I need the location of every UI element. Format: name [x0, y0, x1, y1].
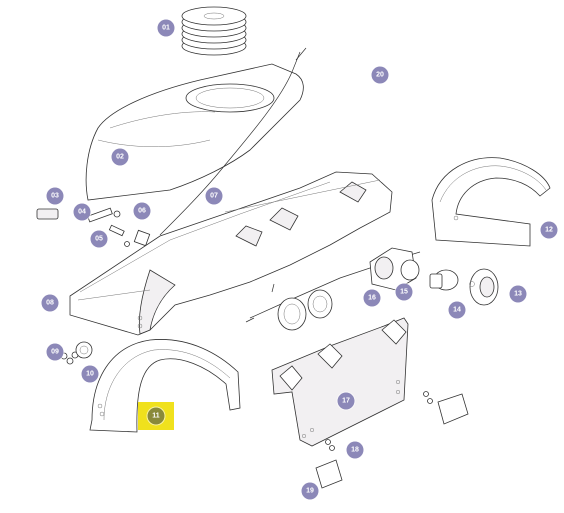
callout-01[interactable]: 01 [157, 19, 175, 37]
part-ring [469, 268, 499, 306]
part-small-hardware [87, 207, 151, 247]
callout-02[interactable]: 02 [111, 148, 129, 166]
part-upper-cover [85, 63, 304, 201]
part-lower-fender [89, 339, 241, 433]
callout-20[interactable]: 20 [371, 66, 389, 84]
part-washers [60, 341, 93, 365]
part-knob [429, 269, 475, 291]
callout-13[interactable]: 13 [509, 285, 527, 303]
part-discs [181, 6, 247, 56]
callout-04[interactable]: 04 [73, 203, 91, 221]
part-bracket-plate [271, 317, 409, 447]
callout-19[interactable]: 19 [301, 482, 319, 500]
part-screws [325, 391, 433, 451]
highlight-box-11: 11 [138, 402, 174, 430]
part-cover-plates [315, 393, 469, 489]
callout-07[interactable]: 07 [205, 187, 223, 205]
callout-11[interactable]: 11 [147, 407, 165, 425]
callout-15[interactable]: 15 [395, 283, 413, 301]
part-main-chassis [69, 171, 393, 336]
callout-09[interactable]: 09 [46, 343, 64, 361]
part-rear-fender [431, 157, 551, 247]
callout-14[interactable]: 14 [448, 301, 466, 319]
callout-12[interactable]: 12 [540, 221, 558, 239]
part-small-block [36, 208, 59, 220]
callout-06[interactable]: 06 [133, 202, 151, 220]
callout-16[interactable]: 16 [363, 289, 381, 307]
callout-05[interactable]: 05 [90, 230, 108, 248]
callout-10[interactable]: 10 [81, 365, 99, 383]
callout-03[interactable]: 03 [46, 187, 64, 205]
part-cable [159, 51, 301, 236]
callout-17[interactable]: 17 [337, 392, 355, 410]
callout-18[interactable]: 18 [346, 441, 364, 459]
part-central-assembly [245, 247, 421, 331]
callout-08[interactable]: 08 [41, 294, 59, 312]
